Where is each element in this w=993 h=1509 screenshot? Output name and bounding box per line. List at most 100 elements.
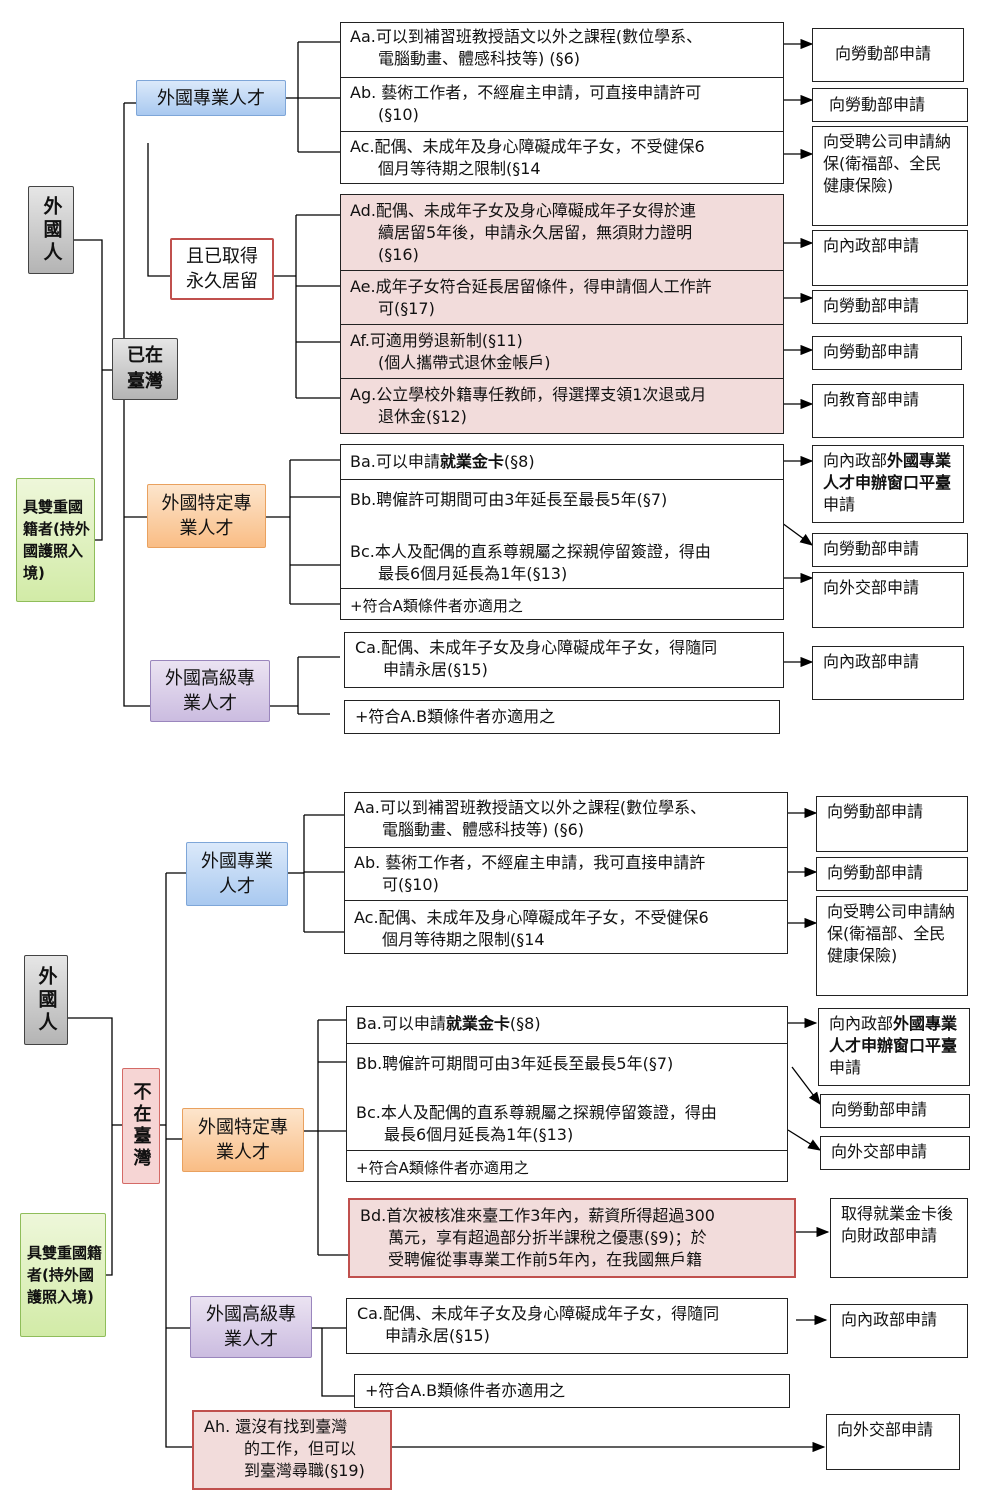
top-dual-nationality: 具雙重國籍者(持外國護照入境) <box>16 478 95 602</box>
bottom-dest-ba: 向內政部外國專業人才申辦窗口平臺申請 <box>818 1008 970 1086</box>
bottom-item-ah-line3: 到臺灣尋職(§19) <box>244 1461 365 1480</box>
bottom-item-ah: Ah. 還沒有找到臺灣 的工作，但可以 到臺灣尋職(§19) <box>192 1410 392 1490</box>
bottom-group-a <box>344 792 788 954</box>
top-dest-ac: 向受聘公司申請納保(衛福部、全民健康保險) <box>812 126 968 226</box>
top-item-ab-line1: Ab. 藝術工作者，不經雇主申請，可直接申請許可 <box>350 83 702 102</box>
top-dest-ad: 向內政部申請 <box>812 230 968 286</box>
bottom-item-ah-line2: 的工作，但可以 <box>244 1439 357 1458</box>
top-item-b-plus-text: +符合A類條件者亦適用之 <box>350 597 523 615</box>
top-group-permanent <box>340 194 784 434</box>
bottom-cat-special-professional: 外國特定專業人才 <box>182 1108 304 1172</box>
bottom-item-ca-line1: Ca.配偶、未成年子女及身心障礙成年子女，得隨同 <box>357 1304 720 1323</box>
top-item-ag: Ag.公立學校外籍專任教師，得選擇支領1次退或月 退休金(§12) <box>340 382 784 430</box>
bottom-cat-senior-professional: 外國高級專業人才 <box>190 1296 312 1358</box>
bottom-item-bd-line2: 萬元，享有超過部分折半課稅之優惠(§9)；於 <box>388 1228 707 1247</box>
divider <box>340 588 784 589</box>
divider <box>340 324 784 325</box>
top-item-aa: Aa.可以到補習班教授語文以外之課程(數位學系、 電腦動畫、體感科技等) (§6… <box>340 24 784 72</box>
top-item-ab-line2: (§10) <box>378 105 419 124</box>
bottom-item-ba: Ba.可以申請就業金卡(§8) <box>346 1011 788 1037</box>
bottom-item-ac: Ac.配偶、未成年及身心障礙成年子女，不受健保6 個月等待期之限制(§14 <box>344 905 788 953</box>
top-dest-ba-post: 申請 <box>823 495 856 514</box>
bottom-dual-nationality: 具雙重國籍者(持外國護照入境) <box>20 1213 106 1337</box>
bottom-item-bd: Bd.首次被核准來臺工作3年內，薪資所得超過300 萬元，享有超過部分折半課稅之… <box>348 1198 796 1278</box>
top-item-af: Af.可適用勞退新制(§11) (個人攜帶式退休金帳戶) <box>340 328 784 376</box>
top-item-ab: Ab. 藝術工作者，不經雇主申請，可直接申請許可 (§10) <box>340 80 784 128</box>
top-item-ba-pre: Ba.可以申請 <box>350 452 440 471</box>
bottom-item-bc: Bc.本人及配偶的直系尊親屬之探親停留簽證，得由 最長6個月延長為1年(§13) <box>346 1100 788 1148</box>
top-dest-ag: 向教育部申請 <box>812 384 964 438</box>
divider <box>344 847 788 848</box>
top-root-foreigner: 外國人 <box>28 186 74 274</box>
top-item-ad-line2: 續居留5年後，申請永久居留，無須財力證明 <box>378 223 693 242</box>
bottom-item-ca-line2: 申請永居(§15) <box>385 1326 490 1345</box>
top-item-ac: Ac.配偶、未成年及身心障礙成年子女，不受健保6 個月等待期之限制(§14 <box>340 134 784 182</box>
bottom-dest-bd: 取得就業金卡後向財政部申請 <box>830 1198 968 1278</box>
bottom-dest-bb: 向勞動部申請 <box>820 1094 970 1128</box>
top-dest-ba-pre: 向內政部 <box>823 451 888 470</box>
bottom-item-ah-line1: Ah. 還沒有找到臺灣 <box>204 1417 348 1436</box>
top-item-b-plus: +符合A類條件者亦適用之 <box>340 593 784 619</box>
bottom-dest-aa: 向勞動部申請 <box>816 796 968 852</box>
top-dest-af: 向勞動部申請 <box>812 336 962 370</box>
top-item-ca-line1: Ca.配偶、未成年子女及身心障礙成年子女，得隨同 <box>355 638 718 657</box>
bottom-item-ac-line2: 個月等待期之限制(§14 <box>382 930 545 949</box>
top-item-bb: Bb.聘僱許可期間可由3年延長至最長5年(§7) <box>340 487 784 513</box>
bottom-group-b <box>346 1006 788 1182</box>
top-item-ad-line3: (§16) <box>378 245 419 264</box>
bottom-item-bb-line1: Bb.聘僱許可期間可由3年延長至最長5年(§7) <box>356 1054 674 1073</box>
bottom-item-ab: Ab. 藝術工作者，不經雇主申請，我可直接申請許 可(§10) <box>344 850 788 898</box>
bottom-item-bd-line3: 受聘僱從事專業工作前5年內，在我國無戶籍 <box>388 1250 703 1269</box>
divider <box>340 479 784 480</box>
top-dest-ba-bold: 外國專業人才申辦窗口平臺 <box>823 451 952 492</box>
top-dest-bb: 向勞動部申請 <box>812 533 968 567</box>
top-item-aa-line1: Aa.可以到補習班教授語文以外之課程(數位學系、 <box>350 27 703 46</box>
divider <box>340 77 784 78</box>
bottom-item-bc-line1: Bc.本人及配偶的直系尊親屬之探親停留簽證，得由 <box>356 1103 717 1122</box>
divider <box>340 378 784 379</box>
bottom-item-ba-bold: 就業金卡 <box>445 1014 510 1033</box>
top-item-ba-bold: 就業金卡 <box>439 452 504 471</box>
top-item-ag-line2: 退休金(§12) <box>378 407 467 426</box>
top-item-ad-line1: Ad.配偶、未成年子女及身心障礙成年子女得於連 <box>350 201 696 220</box>
divider <box>340 270 784 271</box>
bottom-item-aa-line2: 電腦動畫、體感科技等) (§6) <box>382 820 584 839</box>
bottom-status-not-in-taiwan: 不在臺灣 <box>122 1068 160 1184</box>
top-item-ca-line2: 申請永居(§15) <box>383 660 488 679</box>
bottom-item-bc-line2: 最長6個月延長為1年(§13) <box>384 1125 574 1144</box>
bottom-item-ba-post: (§8) <box>509 1014 541 1033</box>
divider <box>346 1150 788 1151</box>
bottom-item-ca: Ca.配偶、未成年子女及身心障礙成年子女，得隨同 申請永居(§15) <box>346 1298 788 1354</box>
top-item-ae: Ae.成年子女符合延長居留條件，得申請個人工作許 可(§17) <box>340 274 784 322</box>
bottom-cat-professional: 外國專業人才 <box>186 842 288 906</box>
bottom-item-bb: Bb.聘僱許可期間可由3年延長至最長5年(§7) <box>346 1051 788 1077</box>
bottom-item-aa-line1: Aa.可以到補習班教授語文以外之課程(數位學系、 <box>354 798 707 817</box>
top-item-bb-line1: Bb.聘僱許可期間可由3年延長至最長5年(§7) <box>350 490 668 509</box>
top-dest-bc: 向外交部申請 <box>812 572 964 628</box>
bottom-item-ab-line1: Ab. 藝術工作者，不經雇主申請，我可直接申請許 <box>354 853 706 872</box>
top-item-ad: Ad.配偶、未成年子女及身心障礙成年子女得於連 續居留5年後，申請永久居留，無須… <box>340 198 784 268</box>
divider <box>340 131 784 132</box>
top-item-c-plus: +符合A.B類條件者亦適用之 <box>344 700 780 734</box>
top-item-bc-line1: Bc.本人及配偶的直系尊親屬之探親停留簽證，得由 <box>350 542 711 561</box>
top-status-in-taiwan: 已在臺灣 <box>112 338 178 400</box>
bottom-root-foreigner: 外國人 <box>24 955 68 1045</box>
bottom-dest-ah: 向外交部申請 <box>826 1414 960 1470</box>
bottom-item-c-plus-text: +符合A.B類條件者亦適用之 <box>365 1381 566 1400</box>
top-item-ac-line1: Ac.配偶、未成年及身心障礙成年子女，不受健保6 <box>350 137 705 156</box>
bottom-item-bd-line1: Bd.首次被核准來臺工作3年內，薪資所得超過300 <box>360 1206 715 1225</box>
bottom-dest-ba-post: 申請 <box>829 1058 862 1077</box>
bottom-item-c-plus: +符合A.B類條件者亦適用之 <box>354 1374 790 1408</box>
top-cat-senior-professional: 外國高級專業人才 <box>150 660 270 722</box>
top-item-af-line1: Af.可適用勞退新制(§11) <box>350 331 523 350</box>
top-item-c-plus-text: +符合A.B類條件者亦適用之 <box>355 707 556 726</box>
bottom-item-b-plus: +符合A類條件者亦適用之 <box>346 1155 788 1181</box>
divider <box>344 900 788 901</box>
top-cat-professional: 外國專業人才 <box>136 80 286 116</box>
top-item-ca: Ca.配偶、未成年子女及身心障礙成年子女，得隨同 申請永居(§15) <box>344 632 784 688</box>
bottom-dest-ac: 向受聘公司申請納保(衛福部、全民健康保險) <box>816 896 968 996</box>
bottom-item-aa: Aa.可以到補習班教授語文以外之課程(數位學系、 電腦動畫、體感科技等) (§6… <box>344 795 788 843</box>
bottom-dest-ba-bold: 外國專業人才申辦窗口平臺 <box>829 1014 958 1055</box>
top-group-b <box>340 444 784 620</box>
